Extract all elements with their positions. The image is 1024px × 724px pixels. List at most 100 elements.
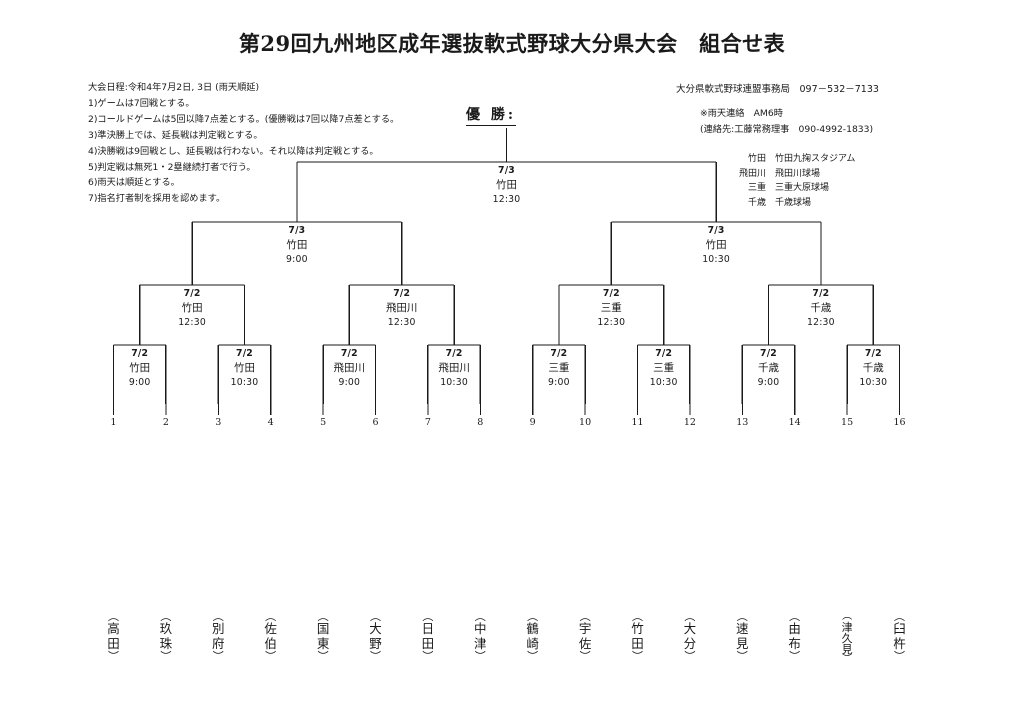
team-name-chars: 玖珠 bbox=[160, 622, 173, 652]
team-name-char: 竹 bbox=[631, 621, 644, 637]
venue-name: 飛田川球場 bbox=[775, 168, 821, 179]
rule-item: 7)指名打者制を採用を認めます。 bbox=[88, 193, 226, 205]
paren-open: ︵ bbox=[107, 610, 119, 623]
paren-close: ︶ bbox=[317, 649, 329, 663]
seed-number: 6 bbox=[372, 417, 379, 428]
team-name-chars: 鶴崎 bbox=[526, 622, 539, 652]
seed-number: 13 bbox=[736, 417, 749, 428]
match-time: 9:00 bbox=[757, 377, 780, 389]
team-name-15: ︵津久見︶ bbox=[842, 612, 853, 665]
team-name-char: 臼 bbox=[893, 621, 906, 637]
tournament-schedule: 大会日程:令和4年7月2日, 3日 (雨天順延) bbox=[88, 82, 260, 93]
team-name-char: 野 bbox=[369, 636, 382, 652]
team-name-16: ︵臼杵︶ bbox=[893, 611, 906, 662]
paren-close: ︶ bbox=[789, 649, 801, 663]
team-name-5: ︵国東︶ bbox=[316, 611, 330, 663]
match-time: 9:00 bbox=[338, 377, 361, 389]
match-time: 10:30 bbox=[649, 377, 678, 389]
paren-open: ︵ bbox=[736, 610, 748, 623]
seed-number: 12 bbox=[683, 417, 696, 428]
venue-key: 千歳 bbox=[747, 197, 766, 208]
team-name-char: 由 bbox=[788, 621, 801, 637]
team-name-chars: 臼杵 bbox=[893, 622, 906, 652]
team-name-9: ︵鶴崎︶ bbox=[526, 611, 539, 662]
paren-open: ︵ bbox=[265, 610, 277, 623]
team-name-char: 杵 bbox=[893, 636, 906, 652]
team-name-char: 府 bbox=[212, 636, 225, 652]
team-name-char: 国 bbox=[316, 621, 330, 637]
match-time: 12:30 bbox=[806, 317, 835, 329]
match-venue: 三重 bbox=[653, 361, 675, 374]
venue-legend-row: 竹田竹田九掬スタジアム bbox=[722, 152, 855, 167]
team-name-chars: 大分 bbox=[684, 622, 697, 652]
champion-label-text: 優 勝: bbox=[466, 107, 517, 123]
team-name-char: 高 bbox=[107, 621, 120, 637]
rules-list: 1)ゲームは7回戦とする。2)コールドゲームは5回以降7点差とする。(優勝戦は7… bbox=[88, 96, 448, 207]
match-time: 10:30 bbox=[440, 377, 468, 389]
seed-number: 10 bbox=[579, 417, 592, 428]
paren-close: ︶ bbox=[422, 649, 434, 663]
team-name-char: 珠 bbox=[159, 636, 173, 652]
team-name-chars: 大野 bbox=[369, 622, 382, 652]
match-date: 7/2 bbox=[550, 348, 568, 359]
team-name-char: 田 bbox=[107, 636, 120, 652]
team-name-char: 宇 bbox=[578, 621, 592, 637]
seed-number: 1 bbox=[110, 417, 117, 428]
venue-legend-row: 飛田川飛田川球場 bbox=[722, 167, 855, 182]
team-name-chars: 高田 bbox=[107, 622, 120, 652]
seed-number: 5 bbox=[320, 417, 327, 428]
team-name-char: 佐 bbox=[264, 621, 277, 637]
team-name-char: 久 bbox=[841, 631, 853, 645]
paren-close: ︶ bbox=[369, 649, 381, 663]
match-venue: 飛田川 bbox=[438, 361, 470, 374]
match-venue: 竹田 bbox=[181, 301, 203, 314]
team-name-chars: 別府 bbox=[212, 622, 225, 652]
match-time: 9:00 bbox=[286, 254, 308, 266]
team-name-char: 鶴 bbox=[526, 621, 539, 637]
team-name-char: 崎 bbox=[526, 636, 539, 652]
team-name-2: ︵玖珠︶ bbox=[160, 611, 173, 663]
match-date: 7/3 bbox=[498, 165, 515, 176]
match-venue: 千歳 bbox=[758, 361, 779, 374]
paren-close: ︶ bbox=[160, 649, 172, 663]
match-date: 7/2 bbox=[864, 348, 882, 359]
paren-close: ︶ bbox=[842, 654, 853, 666]
paren-close: ︶ bbox=[107, 649, 119, 663]
paren-open: ︵ bbox=[474, 610, 486, 623]
rule-item: 4)決勝戦は9回戦とし、延長戦は行わない。それ以降は判定戦とする。 bbox=[88, 145, 379, 157]
team-name-6: ︵大野︶ bbox=[369, 611, 382, 663]
match-time: 10:30 bbox=[230, 377, 259, 389]
rule-item: 5)判定戦は無死1・2塁継続打者で行う。 bbox=[88, 161, 256, 173]
paren-close: ︶ bbox=[474, 649, 486, 663]
match-date: 7/2 bbox=[340, 348, 358, 359]
match-date: 7/2 bbox=[183, 288, 201, 299]
seed-number: 2 bbox=[162, 417, 169, 428]
team-name-char: 速 bbox=[736, 621, 749, 637]
match-node-first-round: 7/2 飛田川 10:30 bbox=[438, 347, 470, 390]
rule-item: 2)コールドゲームは5回以降7点差とする。(優勝戦は7回以降7点差とする。 bbox=[88, 114, 400, 126]
federation-office-contact: 大分県軟式野球連盟事務局 097－532－7133 bbox=[676, 84, 879, 95]
match-time: 9:00 bbox=[128, 377, 151, 389]
match-date: 7/2 bbox=[760, 348, 777, 359]
match-date: 7/2 bbox=[445, 348, 463, 359]
page-title: 第29回九州地区成年選抜軟式野球大分県大会 組合せ表 bbox=[238, 31, 786, 56]
team-name-11: ︵竹田︶ bbox=[631, 611, 644, 662]
match-date: 7/2 bbox=[602, 288, 620, 299]
seed-number: 16 bbox=[893, 417, 906, 428]
team-name-char: 見 bbox=[736, 636, 749, 652]
match-date: 7/3 bbox=[288, 225, 306, 236]
seed-number: 3 bbox=[215, 417, 222, 428]
paren-open: ︵ bbox=[842, 611, 853, 622]
team-name-10: ︵宇佐︶ bbox=[579, 611, 592, 663]
seed-number: 14 bbox=[788, 417, 801, 428]
paren-close: ︶ bbox=[736, 649, 748, 663]
team-name-char: 見 bbox=[841, 642, 853, 656]
team-name-chars: 宇佐 bbox=[579, 622, 592, 652]
match-venue: 竹田 bbox=[705, 238, 727, 251]
paren-close: ︶ bbox=[579, 649, 591, 663]
team-name-chars: 速見 bbox=[736, 622, 749, 652]
